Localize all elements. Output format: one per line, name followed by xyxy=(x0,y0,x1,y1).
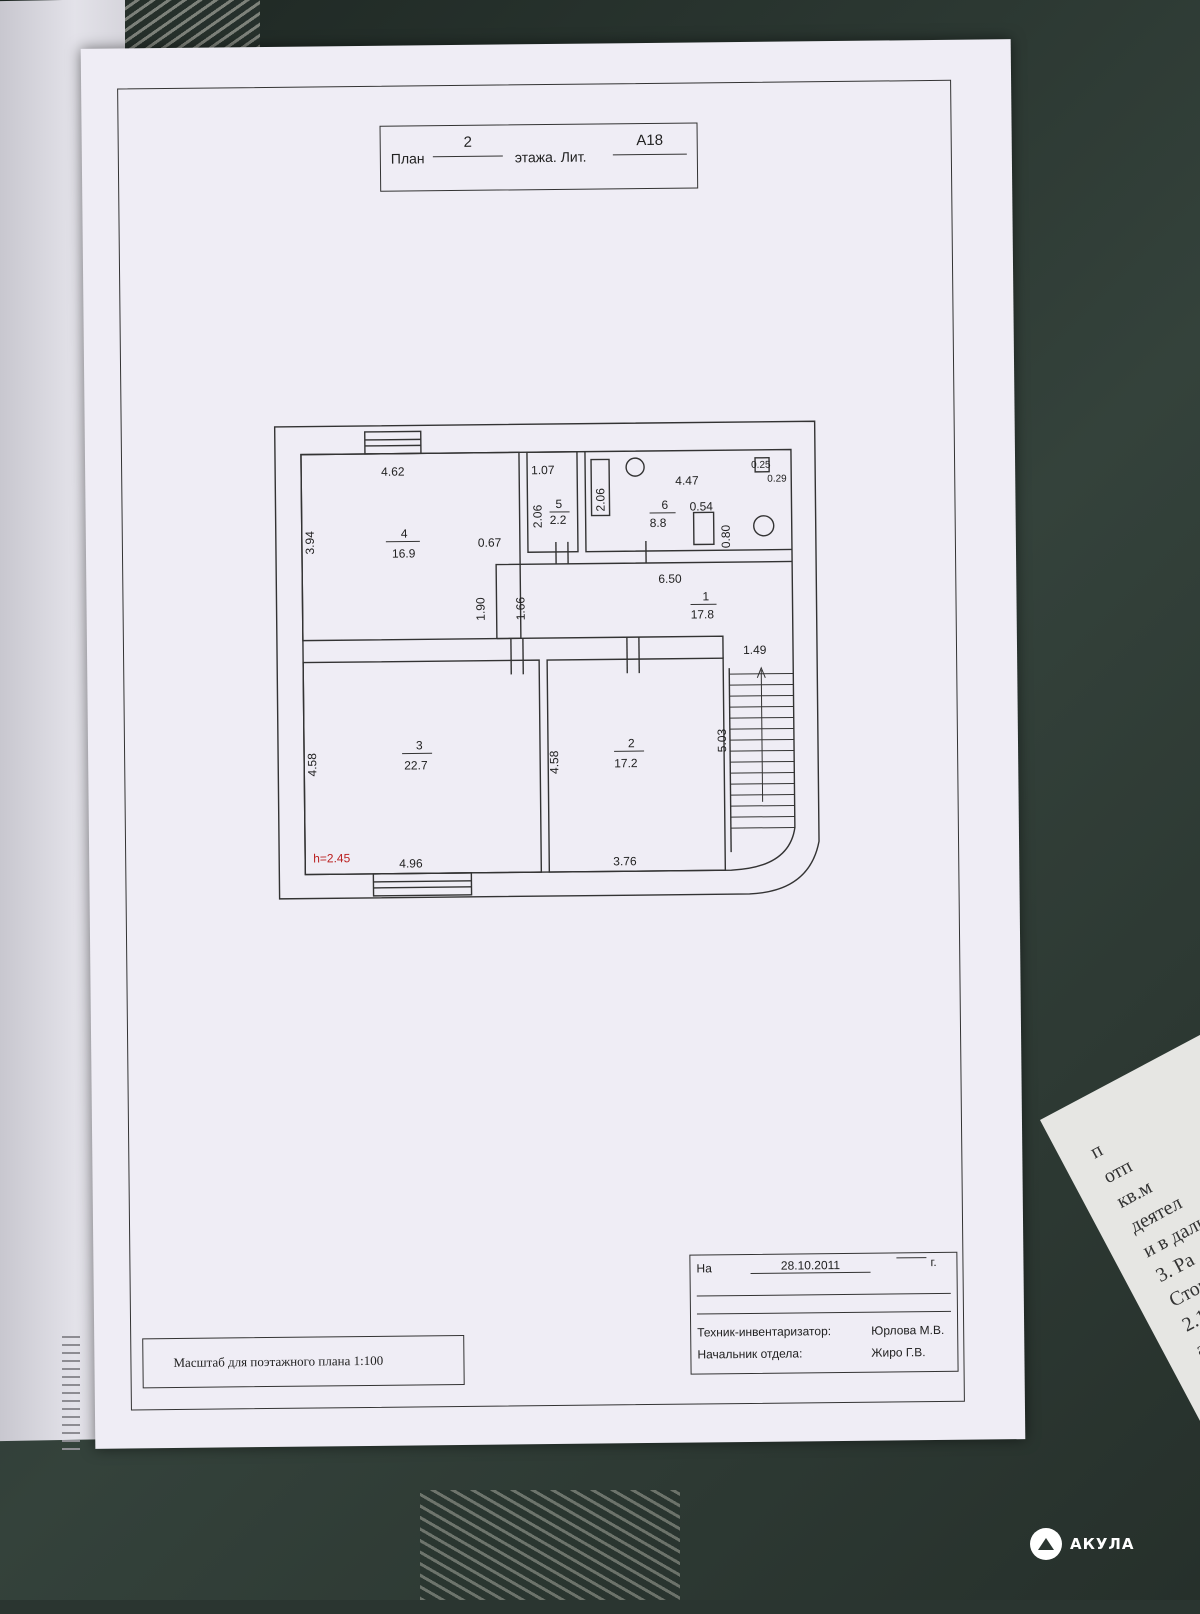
dim-4-62: 4.62 xyxy=(381,465,405,479)
floor-plan-drawing: 4.62 3.94 4 16.9 0.67 1.07 2.06 5 2.2 2.… xyxy=(265,421,830,922)
floor-number: 2 xyxy=(433,133,503,157)
approval-stamp: На 28.10.2011 г. Техник-инвентаризатор: … xyxy=(689,1252,958,1375)
dim-1-66: 1.66 xyxy=(513,597,527,621)
dim-1-07: 1.07 xyxy=(531,463,555,477)
dim-5-03: 5.03 xyxy=(715,728,729,752)
room-3-area: 22.7 xyxy=(404,758,428,772)
room-1-number: 1 xyxy=(702,589,709,603)
floor-label: этажа. Лит. xyxy=(515,149,587,166)
stair-arrow xyxy=(761,670,762,802)
dim-0-67: 0.67 xyxy=(478,536,502,550)
room-4-number: 4 xyxy=(401,527,408,541)
room-1-area: 17.8 xyxy=(691,607,715,621)
stamp-year-label: г. xyxy=(930,1255,950,1269)
room-2-number: 2 xyxy=(628,736,635,750)
dim-0-29: 0.29 xyxy=(767,474,787,485)
liter-value: А18 xyxy=(613,132,687,156)
window-bottom xyxy=(373,873,471,896)
shark-logo-icon xyxy=(1030,1528,1062,1560)
room-2-area: 17.2 xyxy=(614,756,638,770)
desk-ornament-bottom xyxy=(420,1490,680,1600)
room-6-number: 6 xyxy=(661,498,668,512)
plan-label: План xyxy=(391,150,425,166)
dim-0-54: 0.54 xyxy=(689,499,713,513)
washing-unit xyxy=(694,512,714,544)
window-top xyxy=(365,431,421,454)
height-mark: h=2.45 xyxy=(313,851,351,865)
scale-note: Масштаб для поэтажного плана 1:100 xyxy=(142,1335,465,1388)
room-5-number: 5 xyxy=(555,497,562,511)
floor-plan-svg: 4.62 3.94 4 16.9 0.67 1.07 2.06 5 2.2 2.… xyxy=(265,421,830,917)
stair-step xyxy=(731,805,795,806)
room-6-area: 8.8 xyxy=(650,516,667,530)
room-5-area: 2.2 xyxy=(550,513,567,527)
dim-0-80: 0.80 xyxy=(719,524,733,548)
stamp-date: 28.10.2011 xyxy=(750,1258,870,1274)
stamp-line-2 xyxy=(697,1311,951,1315)
stamp-line-1 xyxy=(697,1293,951,1297)
dim-4-58-a: 4.58 xyxy=(305,753,319,777)
floor-plan-sheet: План 2 этажа. Лит. А18 xyxy=(81,39,1026,1449)
dim-6-50: 6.50 xyxy=(658,572,682,586)
dim-2-06-a: 2.06 xyxy=(530,504,544,528)
toilet xyxy=(754,516,774,536)
technician-name: Юрлова М.В. xyxy=(871,1323,951,1338)
dim-3-94: 3.94 xyxy=(303,531,317,555)
watermark-logo: АКУЛА xyxy=(1030,1528,1135,1560)
dim-4-47: 4.47 xyxy=(675,473,699,487)
stair-step xyxy=(731,816,795,817)
binder-spiral xyxy=(62,1330,80,1450)
dim-2-06-b: 2.06 xyxy=(593,488,607,512)
room-3-number: 3 xyxy=(416,738,423,752)
dim-4-96: 4.96 xyxy=(399,856,423,870)
plan-title-box: План 2 этажа. Лит. А18 xyxy=(380,122,699,191)
dim-1-49: 1.49 xyxy=(743,643,767,657)
dim-0-25: 0.25 xyxy=(751,460,771,471)
dim-3-76: 3.76 xyxy=(613,854,637,868)
corridor-wall xyxy=(496,561,793,638)
dim-4-58-b: 4.58 xyxy=(547,750,561,774)
corridor-bottom xyxy=(497,636,723,660)
scale-note-text: Масштаб для поэтажного плана 1:100 xyxy=(173,1353,383,1371)
sink xyxy=(626,458,644,476)
dim-1-90: 1.90 xyxy=(473,597,487,621)
room-4-area: 16.9 xyxy=(392,546,416,560)
chief-name: Жиро Г.В. xyxy=(871,1345,951,1360)
watermark-text: АКУЛА xyxy=(1070,1535,1135,1553)
stair-step xyxy=(731,827,795,828)
